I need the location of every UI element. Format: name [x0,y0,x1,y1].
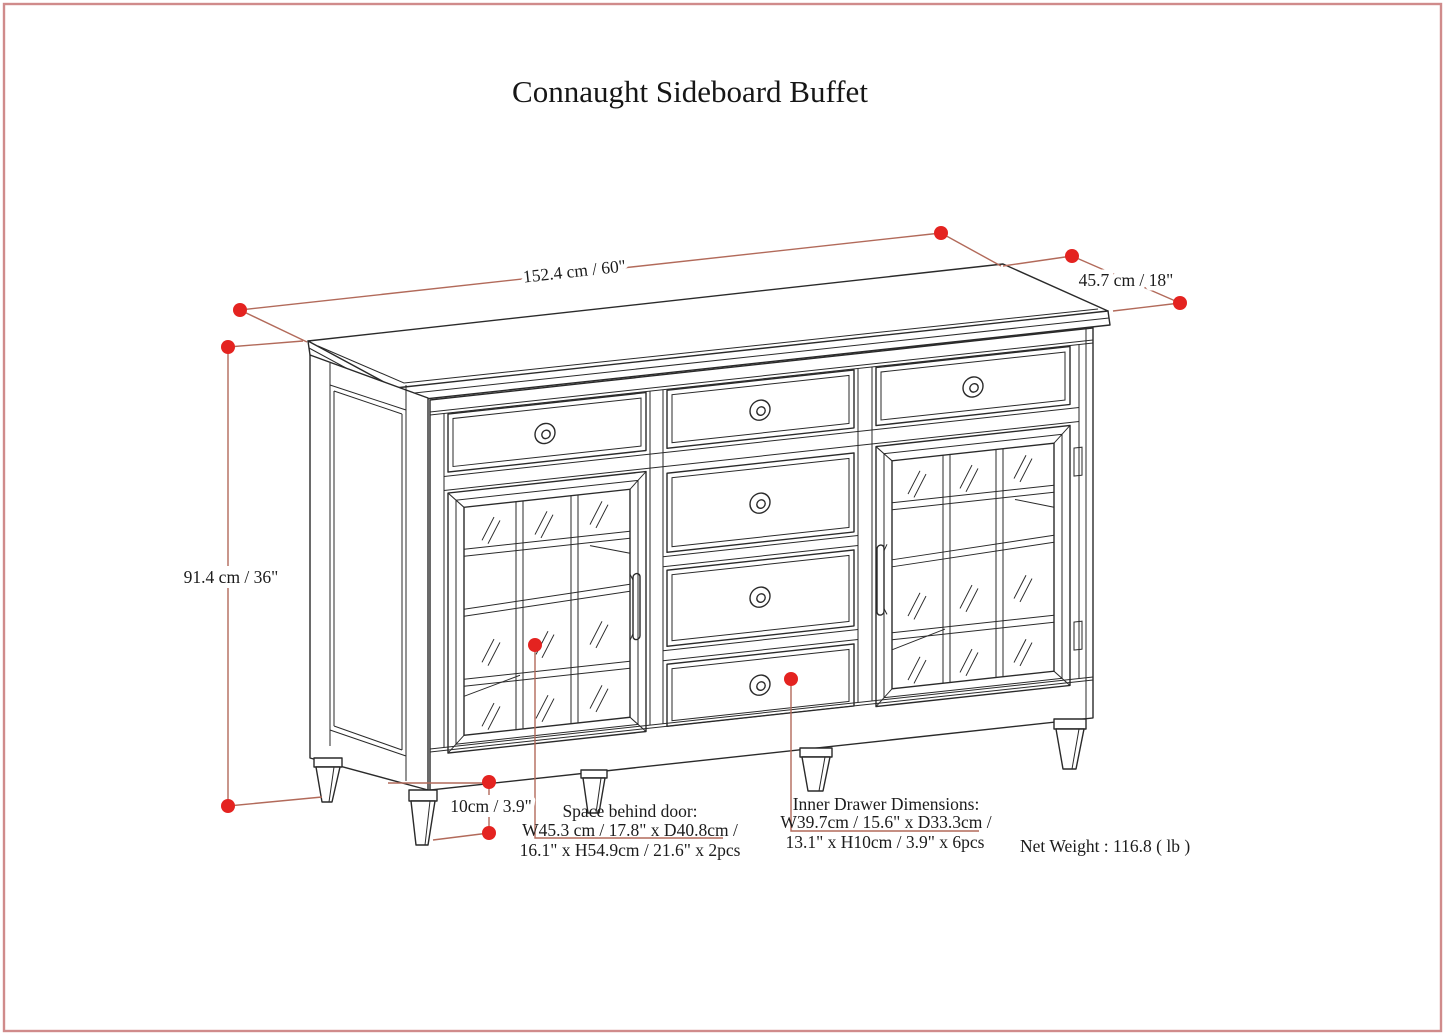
cabinet-top [307,263,1111,403]
left-door-handle [629,572,641,641]
sideboard-drawing [307,263,1111,846]
height-label-mask [183,566,279,588]
net-weight-label: Net Weight : 116.8 ( lb ) [1020,836,1190,856]
space-behind-door-line2: W45.3 cm / 17.8" x D40.8cm / [522,820,738,840]
dimension-dots [221,226,1187,840]
space-behind-door-title: Space behind door: [562,801,697,821]
leg-back-left [313,757,343,803]
door-hinges [1073,446,1083,651]
dot-width-left [233,303,247,317]
page-title: Connaught Sideboard Buffet [512,74,868,109]
dot-inner-drawer [784,672,798,686]
leg-height-label: 10cm / 3.9" [450,796,532,816]
space-behind-door-line3: 16.1" x H54.9cm / 21.6" x 2pcs [520,840,741,860]
space-behind-door-leader [534,645,723,839]
inner-drawer-line2: W39.7cm / 15.6" x D33.3cm / [780,812,991,832]
height-leader-bottom [227,796,323,807]
right-glass-door [875,424,1083,708]
leg-label-mask [450,795,530,817]
top-drawer-left [447,391,647,473]
width-dimension-label: 152.4 cm / 60" [522,255,627,286]
dot-leg-top [482,775,496,789]
height-dimension-label: 91.4 cm / 36" [184,567,279,587]
height-leader-top [227,340,304,348]
dimension-lines [227,232,1181,841]
leg-front-left [408,789,438,846]
width-leaders [239,232,1002,343]
cabinet-legs [313,718,1087,846]
leg-leader-bottom [432,832,490,841]
inner-drawer-line3: 13.1" x H10cm / 3.9" x 6pcs [786,832,985,852]
dot-height-top [221,340,235,354]
left-glass-door [447,470,647,754]
center-drawer-4 [666,643,855,727]
leg-center-left [580,769,608,814]
dot-depth-back [1065,249,1079,263]
dot-space-behind-door [528,638,542,652]
leg-front-right [1053,718,1087,770]
space-behind-door-note: Space behind door: W45.3 cm / 17.8" x D4… [520,801,741,860]
depth-leader-back [1002,255,1073,267]
inner-drawer-title: Inner Drawer Dimensions: [793,794,980,814]
top-drawer-right [875,345,1071,427]
cabinet-left-side [309,354,429,791]
dot-height-bottom [221,799,235,813]
depth-leader-front [1112,302,1181,312]
inner-drawer-note: Inner Drawer Dimensions: W39.7cm / 15.6"… [780,794,991,852]
depth-dimension-line [1071,255,1181,304]
right-door-handle [876,544,888,616]
dot-depth-front [1173,296,1187,310]
center-drawer-3 [666,549,855,647]
width-dimension-line [239,232,942,311]
dot-width-right [934,226,948,240]
top-drawer-center [666,369,855,449]
cabinet-front-face [429,327,1094,791]
leg-center-right [799,747,833,792]
depth-dimension-label: 45.7 cm / 18" [1079,270,1174,290]
inner-drawer-leader [790,679,979,832]
center-drawer-2 [666,452,855,553]
dot-leg-bottom [482,826,496,840]
